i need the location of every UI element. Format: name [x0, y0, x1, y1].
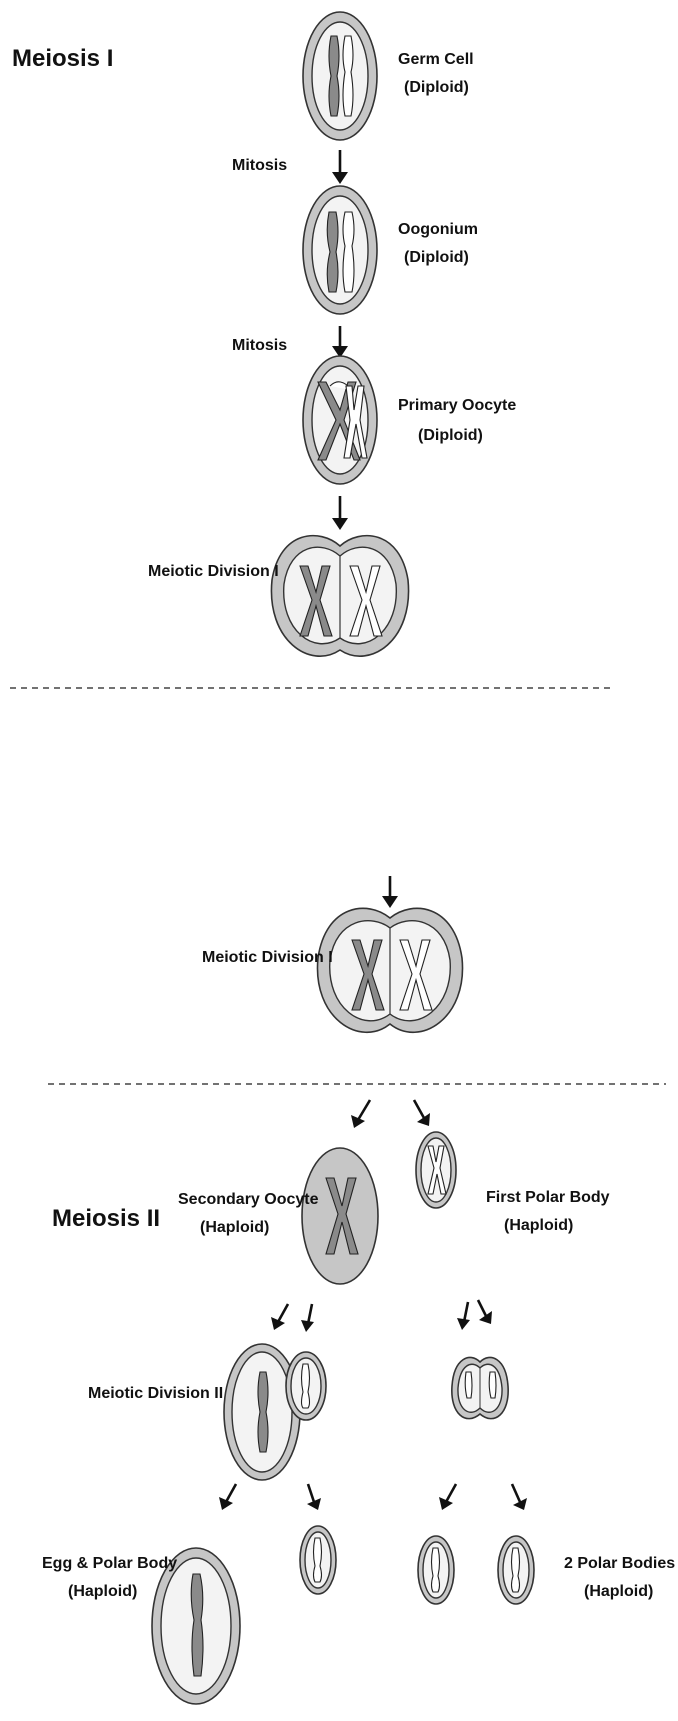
arrow-down-left-icon [351, 1099, 372, 1128]
arrow-down-icon [332, 150, 348, 184]
oogonium-ploidy: (Diploid) [404, 249, 469, 266]
arrow-down-right-icon [476, 1299, 492, 1324]
mitosis-label-1: Mitosis [232, 157, 287, 174]
meiotic-division-2-cell [223, 1343, 327, 1481]
arrow-down-right-icon [510, 1483, 527, 1510]
arrow-down-icon [332, 496, 348, 530]
arrow-down-icon [332, 326, 348, 358]
arrow-down-left-icon [439, 1483, 458, 1510]
polar-body-cell [497, 1535, 535, 1605]
secondary-oocyte-cell [301, 1147, 379, 1285]
primary-oocyte-label: Primary Oocyte [398, 397, 516, 414]
egg-polar-body-ploidy: (Haploid) [68, 1583, 137, 1600]
secondary-oocyte-label: Secondary Oocyte [178, 1191, 319, 1208]
primary-oocyte-ploidy: (Diploid) [418, 427, 483, 444]
arrow-down-left-icon [271, 1303, 290, 1330]
arrow-down-left-icon [219, 1483, 238, 1510]
arrow-down-icon [382, 876, 398, 908]
egg-polar-body-label: Egg & Polar Body [42, 1555, 177, 1572]
germ-cell-ploidy: (Diploid) [404, 79, 469, 96]
polar-body-cell [417, 1535, 455, 1605]
germ-cell [302, 11, 378, 141]
meiosis-1-title: Meiosis I [12, 45, 113, 72]
oogonium-cell [302, 185, 378, 315]
primary-oocyte-cell [302, 355, 378, 485]
oogonium-label: Oogonium [398, 221, 478, 238]
meiotic-division-2-label: Meiotic Division II [88, 1385, 223, 1402]
meiotic-division-1-label-top: Meiotic Division I [148, 563, 279, 580]
meiotic-division-1-label-bottom: Meiotic Division I [202, 949, 333, 966]
arrow-down-left-icon [457, 1301, 470, 1330]
polar-body-division-cell [451, 1356, 509, 1420]
two-polar-bodies-ploidy: (Haploid) [584, 1583, 653, 1600]
mitosis-label-2: Mitosis [232, 337, 287, 354]
arrow-down-right-icon [412, 1099, 430, 1126]
arrow-down-icon [301, 1303, 314, 1332]
two-polar-bodies-label: 2 Polar Bodies [564, 1555, 675, 1572]
meiosis-2-title: Meiosis II [52, 1205, 160, 1232]
germ-cell-label: Germ Cell [398, 51, 474, 68]
first-polar-body-cell [415, 1131, 457, 1209]
meiotic-division-1-cell-top [270, 534, 410, 657]
secondary-oocyte-ploidy: (Haploid) [200, 1219, 269, 1236]
polar-body-cell [299, 1525, 337, 1595]
first-polar-body-ploidy: (Haploid) [504, 1217, 573, 1234]
first-polar-body-label: First Polar Body [486, 1189, 610, 1206]
egg-cell [151, 1547, 241, 1705]
meiotic-division-1-cell-bottom [316, 907, 464, 1034]
arrow-down-right-icon [306, 1483, 321, 1510]
